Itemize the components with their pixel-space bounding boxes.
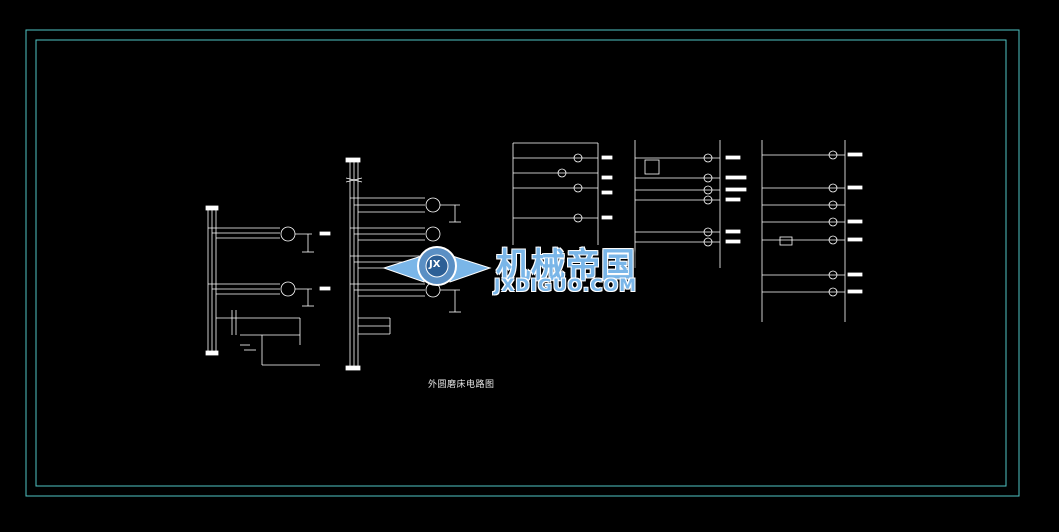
watermark-title: 机械帝国 xyxy=(496,246,636,286)
outer-frame xyxy=(25,29,1020,497)
circuit-block-3 xyxy=(512,142,613,245)
drawing-caption: 外圆磨床电路图 xyxy=(428,380,495,390)
inner-frame xyxy=(35,39,1007,487)
watermark-url: JXDIGUO.COM xyxy=(494,276,638,296)
winged-gear-logo-icon xyxy=(382,246,492,286)
circuit-block-5 xyxy=(761,140,863,322)
circuit-block-1 xyxy=(205,205,331,366)
circuit-block-4 xyxy=(634,140,747,268)
watermark-badge: JX xyxy=(429,259,441,270)
